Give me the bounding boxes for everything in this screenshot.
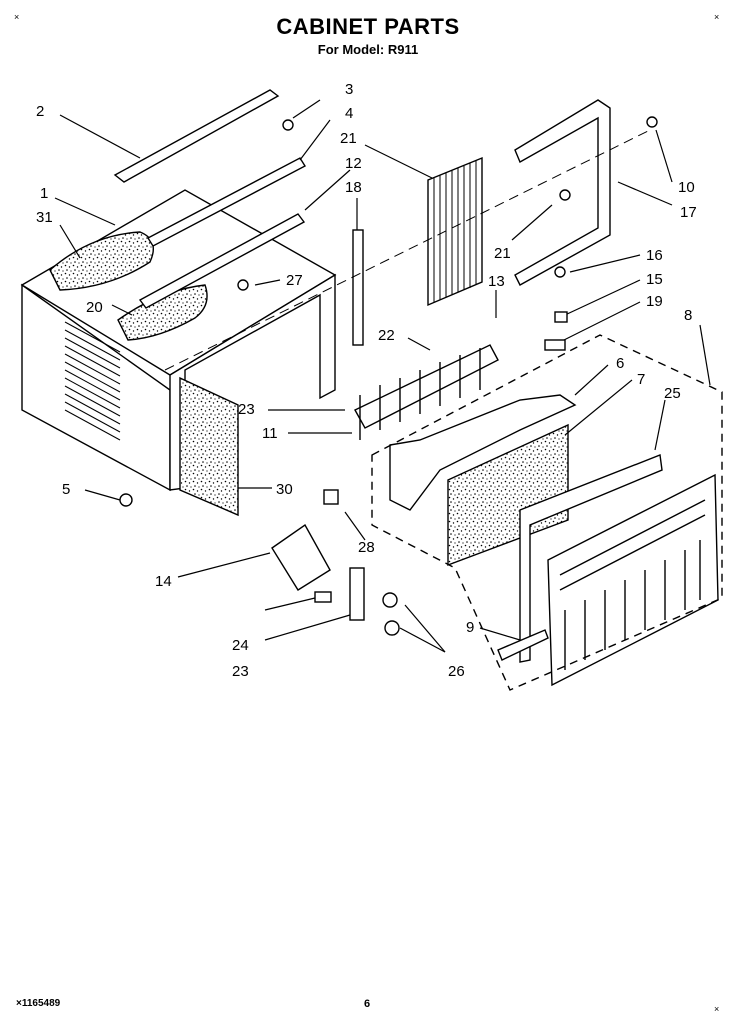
callout-9: 9: [466, 619, 474, 636]
callout-23b: 23: [238, 401, 255, 418]
filter-7: [447, 423, 569, 567]
callout-17: 17: [680, 204, 697, 221]
callout-1: 1: [40, 185, 48, 202]
callout-25: 24: [232, 637, 249, 654]
callout-18: 18: [345, 179, 362, 196]
callout-13: 13: [488, 273, 505, 290]
louver-22: [427, 156, 483, 307]
plate-24: [349, 567, 365, 621]
leader-lines: [54, 99, 711, 653]
callout-32: 31: [36, 209, 53, 226]
rail-12: [138, 213, 306, 309]
callout-16: 16: [646, 247, 663, 264]
callout-8: 8: [684, 307, 692, 324]
assembly-8-outline: [371, 334, 723, 691]
callout-15: 15: [646, 271, 663, 288]
page-title: CABINET PARTS: [276, 14, 460, 39]
callout-23a: 22: [378, 327, 395, 344]
callout-24: 23: [232, 663, 249, 680]
callout-11: 11: [262, 425, 278, 442]
callout-19: 19: [646, 293, 663, 310]
model-subtitle: For Model: R911: [317, 42, 419, 57]
doc-number: ×1165489: [16, 998, 61, 1009]
callout-5: 5: [62, 481, 70, 498]
callout-31: 30: [276, 481, 293, 498]
callout-28: 27: [286, 272, 303, 289]
callout-30: 28: [358, 539, 375, 556]
callout-6: 6: [616, 355, 624, 372]
callout-27: 25: [664, 385, 681, 402]
rail-2: [113, 89, 280, 183]
bracket-14: [271, 523, 331, 591]
callout-12: 12: [345, 155, 362, 172]
cabinet-shell: [20, 189, 337, 492]
callout-14: 14: [155, 573, 172, 590]
callout-22: 21: [340, 130, 357, 147]
gasket-27: [519, 454, 663, 663]
callout-7: 7: [637, 371, 645, 388]
callout-2: 2: [36, 103, 44, 120]
rail-4: [147, 157, 306, 247]
strip-18: [352, 229, 364, 346]
page-number: 6: [364, 998, 371, 1010]
callout-4: 4: [345, 105, 353, 122]
insulation-pad-31: [179, 376, 239, 517]
filter-frame-6: [389, 394, 577, 511]
corner-mark-top-right: ×: [714, 12, 720, 22]
callout-labels: 2 3 4 21 12 18 1 31 20 27 10 17 21 16 15…: [36, 81, 697, 680]
callout-21: 21: [494, 245, 511, 262]
callout-10: 10: [678, 179, 695, 196]
frame-17: [514, 99, 611, 286]
strip-9: [497, 629, 549, 661]
louver-bracket-11: [354, 344, 499, 440]
callout-3: 3: [345, 81, 353, 98]
corner-mark-bottom-right: ×: [714, 1004, 720, 1014]
corner-mark-top-left: ×: [14, 12, 20, 22]
callout-26: 26: [448, 663, 465, 680]
callout-20: 20: [86, 299, 103, 316]
